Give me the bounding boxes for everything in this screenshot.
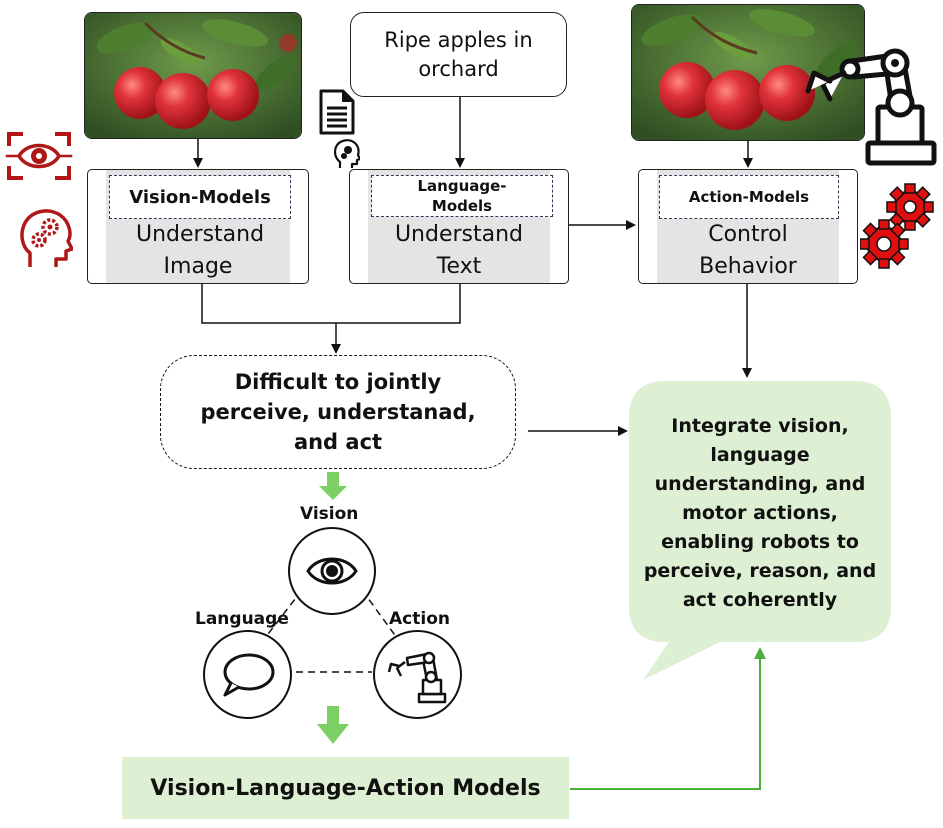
- vision-model-box: Vision-Models Understand Image: [87, 169, 309, 284]
- head-gear-small-icon: [333, 138, 362, 170]
- input-text-box: Ripe apples in orchard: [350, 12, 567, 97]
- language-model-label: Language-Models: [371, 175, 553, 217]
- action-model-box: Action-Models Control Behavior: [638, 169, 858, 284]
- vision-task-text: Understand Image: [136, 222, 265, 279]
- language-task-text: Understand Text: [394, 222, 524, 279]
- speech-bubble-icon: [223, 653, 275, 697]
- head-gears-icon: [18, 205, 74, 270]
- document-icon: [318, 88, 356, 136]
- green-arrow-down-1: [319, 472, 347, 500]
- input-text: Ripe apples in orchard: [384, 27, 533, 81]
- green-feedback-line: [570, 647, 766, 790]
- action-model-label: Action-Models: [659, 175, 839, 219]
- problem-box: Difficult to jointly perceive, understan…: [160, 355, 516, 469]
- language-model-box: Language-Models Understand Text: [349, 169, 569, 284]
- vision-model-label: Vision-Models: [109, 175, 291, 219]
- tri-line-left: [264, 589, 303, 639]
- language-label: Language: [195, 609, 289, 629]
- action-circle: [373, 630, 462, 719]
- action-task-text: Control Behavior: [699, 222, 797, 279]
- solution-bubble-shape: [629, 381, 891, 680]
- apple-photo-left: [84, 12, 302, 139]
- green-arrow-down-2: [317, 706, 349, 744]
- robot-arm-small-icon: [387, 651, 447, 704]
- problem-text: Difficult to jointly perceive, understan…: [200, 370, 476, 454]
- solution-text-wrap: Integrate vision, language understanding…: [635, 392, 885, 634]
- language-circle: [203, 630, 292, 719]
- robot-arm-icon: [800, 25, 940, 170]
- vla-title-box: Vision-Language-Action Models: [122, 757, 569, 819]
- tri-line-right: [361, 589, 398, 639]
- vision-circle: [288, 527, 376, 615]
- gears-icon: [859, 182, 940, 272]
- vision-label: Vision: [300, 504, 359, 524]
- solution-text: Integrate vision, language understanding…: [643, 414, 877, 611]
- merge-line: [201, 283, 461, 324]
- vla-title: Vision-Language-Action Models: [150, 775, 541, 801]
- eye-scan-icon: [5, 130, 73, 182]
- eye-icon: [306, 557, 358, 585]
- action-label: Action: [389, 609, 450, 629]
- apple-photo-right: [631, 4, 865, 141]
